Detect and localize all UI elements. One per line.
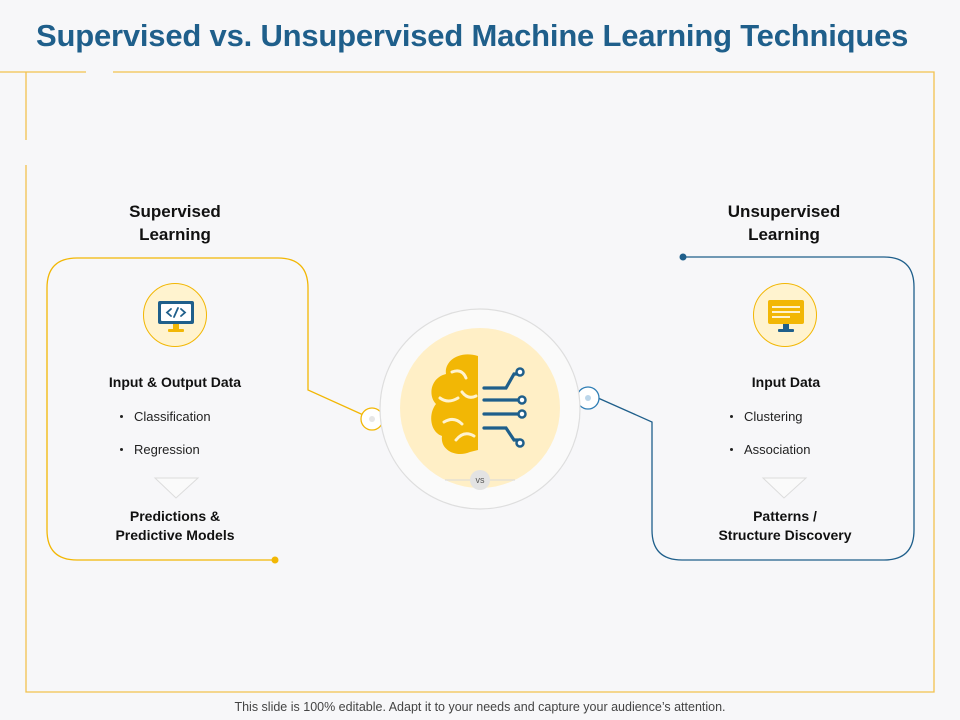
unsupervised-subtitle: Input Data	[751, 374, 821, 390]
supervised-list: Classification Regression	[120, 408, 211, 474]
slide-frame	[0, 71, 935, 693]
unsupervised-heading: Unsupervised Learning	[727, 202, 841, 244]
unsupervised-box-dot	[679, 253, 687, 261]
page-title: Supervised vs. Unsupervised Machine Lear…	[36, 18, 909, 53]
supervised-connector-core	[369, 416, 375, 422]
footer-note: This slide is 100% editable. Adapt it to…	[234, 700, 726, 714]
list-item: Regression	[120, 441, 211, 474]
vs-badge: vs	[470, 470, 490, 490]
supervised-box-dot	[271, 556, 279, 564]
unsupervised-outcome: Patterns / Structure Discovery	[718, 508, 852, 543]
unsupervised-box-outline	[597, 256, 915, 561]
code-monitor-icon	[143, 283, 207, 347]
unsupervised-arrow-icon	[761, 477, 808, 499]
supervised-outcome: Predictions & Predictive Models	[115, 508, 235, 543]
center-inner-disc	[400, 328, 560, 488]
list-item: Association	[730, 441, 810, 474]
list-item: Classification	[120, 408, 211, 441]
unsupervised-list: Clustering Association	[730, 408, 810, 474]
brain-circuit-icon	[431, 354, 527, 455]
supervised-box-outline	[46, 257, 371, 561]
monitor-icon	[753, 283, 817, 347]
supervised-arrow-icon	[153, 477, 200, 499]
supervised-heading: Supervised Learning	[129, 202, 221, 244]
unsupervised-connector-core	[585, 395, 591, 401]
supervised-subtitle: Input & Output Data	[108, 374, 242, 390]
list-item: Clustering	[730, 408, 810, 441]
